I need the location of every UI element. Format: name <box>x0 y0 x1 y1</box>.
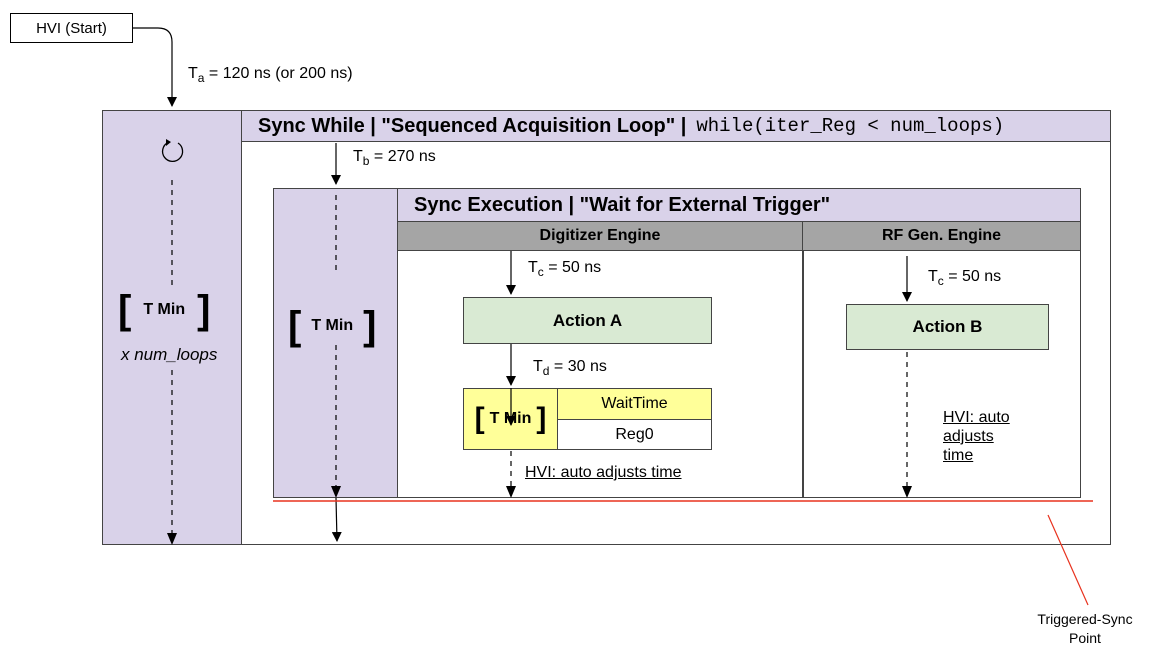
sync-execution-header: Sync Execution | "Wait for External Trig… <box>397 188 1081 222</box>
engine-divider <box>802 250 804 498</box>
loop-icon <box>161 139 184 163</box>
timing-td-label: Td = 30 ns <box>533 358 607 379</box>
inner-bottom-arrowhead <box>331 486 341 498</box>
sync-while-multiplier: x num_loops <box>121 345 218 364</box>
sync-while-tmin: [T Min] <box>118 288 211 332</box>
start-connector-arrow <box>133 27 177 107</box>
action-a-box: Action A <box>463 297 712 344</box>
timing-tc-digitizer-label: Tc = 50 ns <box>528 259 602 280</box>
timing-tc-rfgen-label: Tc = 50 ns <box>928 268 1002 289</box>
action-b-box: Action B <box>846 304 1049 350</box>
wait-time-cell: WaitTime <box>557 388 712 420</box>
rfgen-bottom-arrowhead <box>902 486 912 498</box>
sync-while-title: Sync While | "Sequenced Acquisition Loop… <box>258 114 687 137</box>
sync-point-pointer <box>1047 514 1089 606</box>
rfgen-hvi-note: HVI: auto adjusts time <box>943 409 1010 464</box>
digitizer-hvi-note: HVI: auto adjusts time <box>525 464 682 481</box>
digitizer-bottom-arrowhead <box>506 486 516 498</box>
timing-ta-label: Ta = 120 ns (or 200 ns) <box>188 65 353 86</box>
rf-gen-engine-header: RF Gen. Engine <box>802 221 1081 251</box>
hvi-start-box: HVI (Start) <box>10 13 133 43</box>
digitizer-engine-header: Digitizer Engine <box>397 221 803 251</box>
sync-execution-tmin: [T Min] <box>288 304 377 348</box>
outer-bottom-arrowhead <box>167 533 177 545</box>
timing-tb-label: Tb = 270 ns <box>353 148 436 169</box>
hvi-start-label: HVI (Start) <box>36 19 107 37</box>
sync-while-condition: while(iter_Reg < num_loops) <box>696 115 1005 137</box>
reg0-cell: Reg0 <box>557 419 712 450</box>
inner-exit-arrow <box>331 497 342 542</box>
sync-while-header: Sync While | "Sequenced Acquisition Loop… <box>241 110 1111 142</box>
sync-execution-title: Sync Execution | "Wait for External Trig… <box>414 193 831 216</box>
triggered-sync-point-label: Triggered-Sync Point <box>1037 611 1133 646</box>
